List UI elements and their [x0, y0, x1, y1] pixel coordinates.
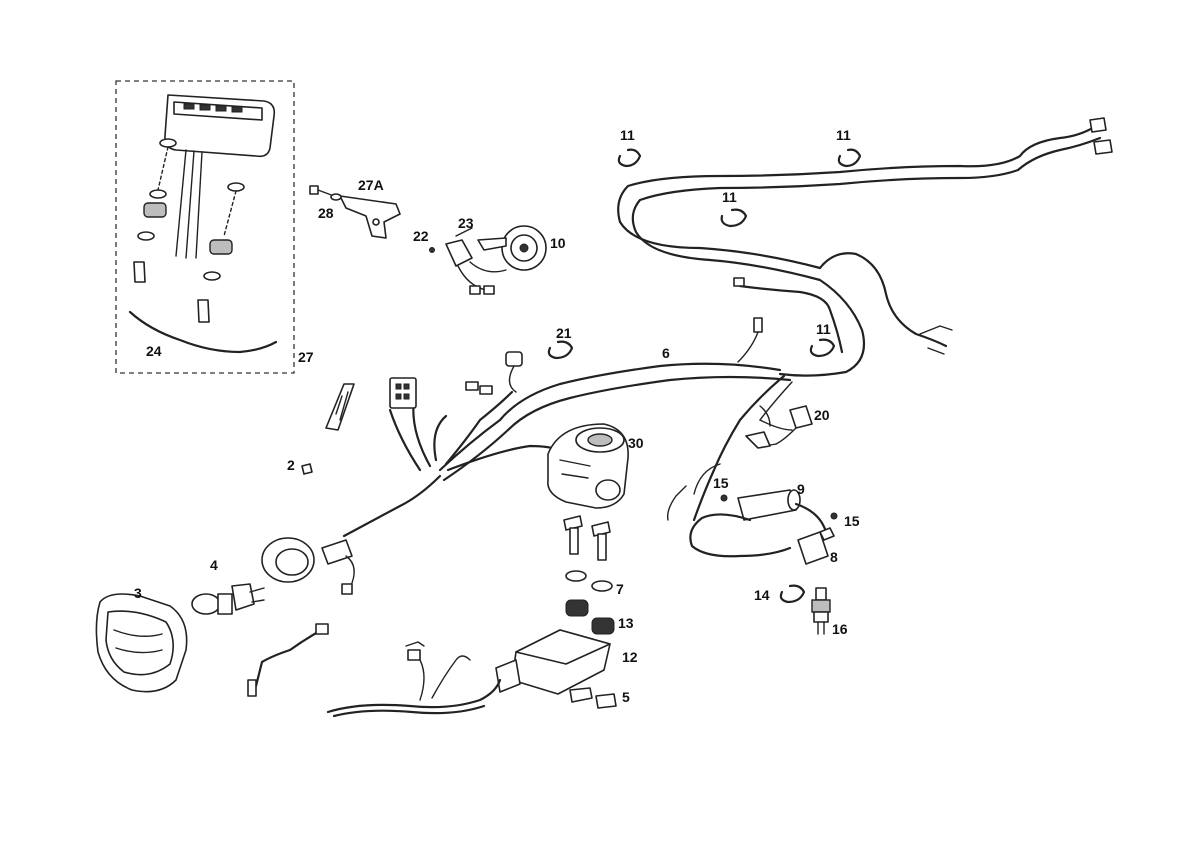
- spark-plug-16: 16: [811, 587, 848, 637]
- label-15-b: 15: [844, 513, 860, 529]
- relay-23: [445, 239, 473, 267]
- clip-11-b: 11: [836, 127, 862, 168]
- connector-block: [389, 377, 417, 409]
- label-5: 5: [622, 689, 630, 705]
- label-12: 12: [622, 649, 638, 665]
- regulator-12: 12: [495, 629, 638, 695]
- label-27a: 27A: [358, 177, 384, 193]
- label-9: 9: [797, 481, 805, 497]
- regulator-harness: [326, 641, 502, 718]
- cluster-mount-left: [133, 138, 177, 283]
- horn-assembly: 10 22 23: [413, 215, 566, 295]
- label-8: 8: [830, 549, 838, 565]
- label-22: 22: [413, 228, 429, 244]
- clip-21: 21: [547, 325, 574, 360]
- screw-15-b: 15: [830, 512, 860, 529]
- label-28: 28: [318, 205, 334, 221]
- label-20: 20: [814, 407, 830, 423]
- label-24: 24: [146, 343, 162, 359]
- label-11-a: 11: [620, 127, 635, 143]
- bracket-27a: 27A 28: [309, 177, 401, 239]
- clip-11-a: 11: [617, 127, 642, 168]
- label-21: 21: [556, 325, 572, 341]
- clip-11-c: 11: [720, 189, 748, 228]
- grommets-13: 13: [565, 599, 634, 635]
- main-wiring-harness: 6: [342, 117, 1113, 538]
- bulb-4: 4: [191, 557, 265, 615]
- label-14: 14: [754, 587, 770, 603]
- label-10: 10: [550, 235, 566, 251]
- bolt-28: [309, 185, 342, 201]
- instrument-cluster-group: 24 27: [115, 80, 314, 374]
- label-23: 23: [458, 215, 474, 231]
- label-4: 4: [210, 557, 218, 573]
- instrument-cluster-dashed-box: [115, 80, 295, 374]
- ignition-switch-30: 30: [547, 423, 644, 509]
- washers-7: 7: [565, 570, 624, 597]
- clip-14: 14: [754, 584, 806, 604]
- fuse-holder-20: 20: [759, 405, 830, 445]
- label-15-a: 15: [713, 475, 729, 491]
- cluster-wire-lead: [128, 310, 278, 354]
- label-13: 13: [618, 615, 634, 631]
- part-2: 2: [287, 457, 313, 475]
- bulb-holder-ring: [261, 537, 315, 583]
- clip-11-d: 11: [809, 321, 836, 358]
- cable-guide: [325, 383, 355, 431]
- instrument-cluster: [164, 94, 276, 259]
- headlight-3: 3: [95, 585, 188, 693]
- label-3: 3: [134, 585, 142, 601]
- brackets-5: 5: [569, 687, 630, 709]
- label-11-c: 11: [722, 189, 737, 205]
- bolts: [563, 515, 611, 561]
- ignition-coil-9: 9: [689, 481, 828, 558]
- sensor-lead: [247, 623, 329, 697]
- label-16: 16: [832, 621, 848, 637]
- headlight-socket: [321, 539, 355, 595]
- label-6: 6: [662, 345, 670, 361]
- label-11-d: 11: [816, 321, 831, 337]
- label-2: 2: [287, 457, 295, 473]
- label-11-b: 11: [836, 127, 851, 143]
- label-30: 30: [628, 435, 644, 451]
- label-27: 27: [298, 349, 314, 365]
- label-7: 7: [616, 581, 624, 597]
- cluster-mount-right: [197, 182, 245, 323]
- screw-15-a: 15: [713, 475, 729, 502]
- spark-plug-cap-8: 8: [797, 527, 838, 565]
